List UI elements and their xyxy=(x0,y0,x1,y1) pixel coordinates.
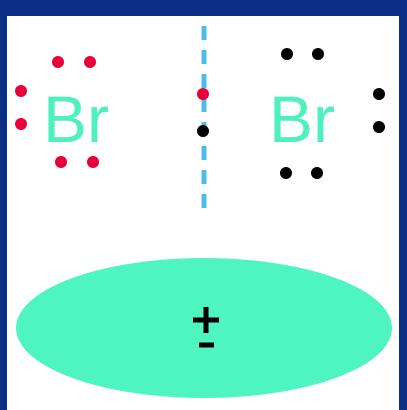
left-bonding-electron xyxy=(197,88,209,100)
diagram-canvas: Br Br xyxy=(7,16,399,410)
right-bonding-electron xyxy=(197,125,209,137)
right-atom-valence-electrons xyxy=(197,48,385,179)
dipole-signs xyxy=(193,307,219,348)
left-atom-symbol: Br xyxy=(43,82,109,156)
left-atom-valence-electrons xyxy=(15,56,209,168)
right-electron-right-1 xyxy=(373,88,385,100)
right-electron-top-1 xyxy=(281,48,293,60)
right-atom-symbol: Br xyxy=(269,82,335,156)
left-electron-top-1 xyxy=(52,56,64,68)
left-electron-left-2 xyxy=(15,118,27,130)
left-electron-bottom-2 xyxy=(87,156,99,168)
right-electron-top-2 xyxy=(312,48,324,60)
left-electron-left-1 xyxy=(15,85,27,97)
left-electron-bottom-1 xyxy=(55,156,67,168)
bromine-bond-diagram: Br Br xyxy=(15,26,392,398)
right-electron-bottom-2 xyxy=(311,167,323,179)
left-electron-top-2 xyxy=(84,56,96,68)
right-electron-bottom-1 xyxy=(280,167,292,179)
right-electron-right-2 xyxy=(373,121,385,133)
